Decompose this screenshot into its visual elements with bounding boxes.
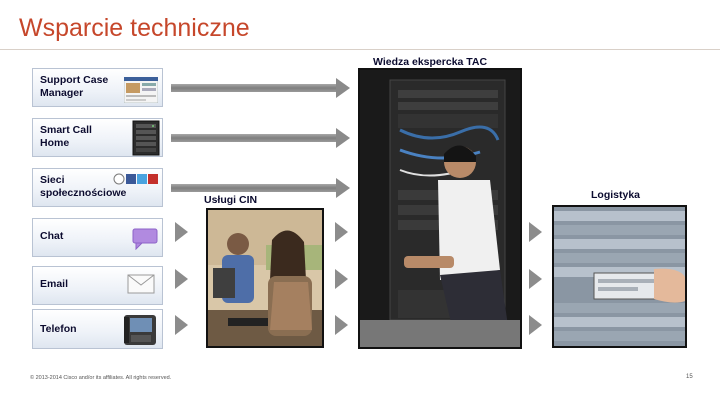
channel-label: Chat (40, 230, 64, 242)
chevron-right-icon (335, 315, 348, 335)
logistics-label: Logistyka (591, 189, 641, 201)
slide-title: Wsparcie techniczne (19, 14, 250, 42)
ip-phone-icon (122, 313, 158, 347)
logistics-photo (552, 205, 687, 348)
chevron-right-icon (335, 269, 348, 289)
tac-engineer-photo (358, 68, 522, 349)
envelope-icon (127, 274, 155, 294)
channel-telefon: Telefon (32, 309, 163, 349)
channel-label: Sieci społecznościowe (40, 174, 127, 199)
channel-label: Smart Call Home (40, 124, 92, 149)
arrow-head-icon (336, 128, 350, 148)
arrow-head-icon (336, 78, 350, 98)
chevron-right-icon (335, 222, 348, 242)
channel-label: Email (40, 278, 69, 290)
arrow-shaft (171, 184, 337, 192)
channel-label: Support Case Manager (40, 74, 109, 99)
tac-expertise-label: Wiedza ekspercka TAC (373, 56, 488, 68)
chevron-right-icon (175, 315, 188, 335)
chevron-right-icon (175, 222, 188, 242)
channel-label: Telefon (40, 323, 77, 335)
call-center-photo (206, 208, 324, 348)
page-number: 15 (686, 374, 693, 380)
channel-smart-call-home: Smart Call Home (32, 118, 163, 157)
channel-support-case-manager: Support Case Manager (32, 68, 163, 107)
chat-bubble-icon (132, 228, 158, 251)
chevron-right-icon (529, 315, 542, 335)
channel-chat: Chat (32, 218, 163, 257)
screenshot-thumbnail-icon (123, 76, 159, 104)
channel-social-networks: Sieci społecznościowe (32, 168, 163, 207)
arrow-shaft (171, 134, 337, 142)
cin-services-label: Usługi CIN (204, 194, 258, 206)
channel-email: Email (32, 266, 163, 305)
social-media-icons (113, 172, 159, 186)
arrow-head-icon (336, 178, 350, 198)
arrow-shaft (171, 84, 337, 92)
chevron-right-icon (529, 269, 542, 289)
copyright-notice: © 2013-2014 Cisco and/or its affiliates.… (30, 375, 172, 381)
chevron-right-icon (529, 222, 542, 242)
router-chassis-icon (132, 120, 160, 156)
chevron-right-icon (175, 269, 188, 289)
title-divider (0, 49, 720, 50)
